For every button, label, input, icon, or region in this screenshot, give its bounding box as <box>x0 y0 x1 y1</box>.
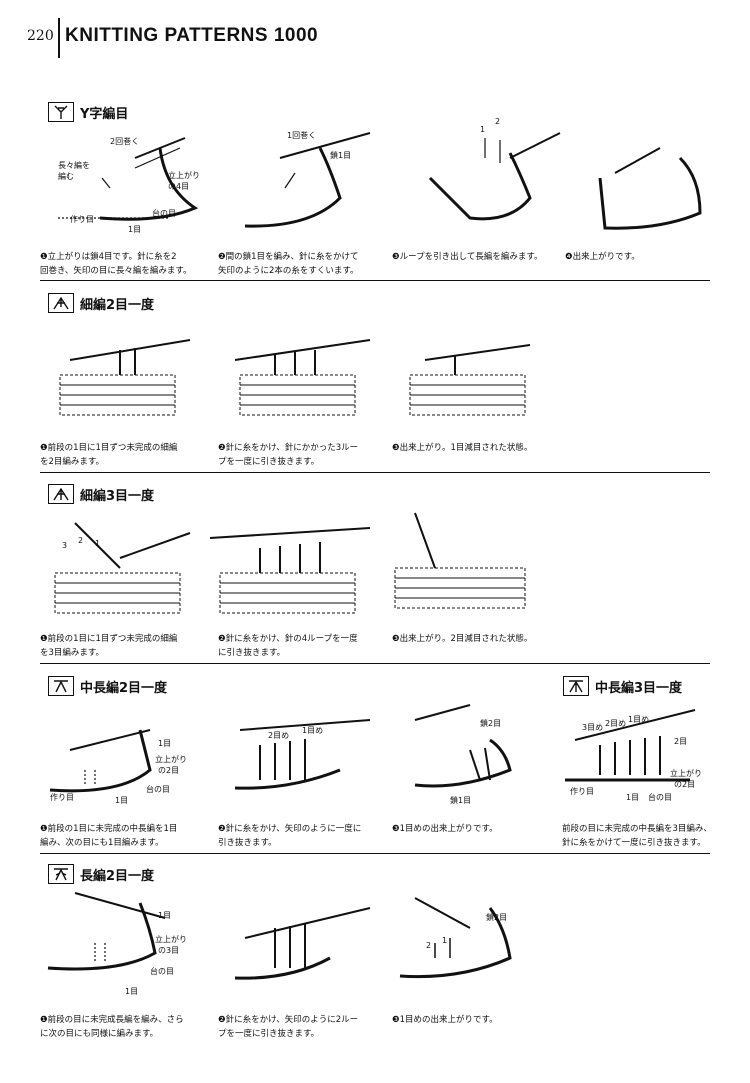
section-header-sc3tog: 細編3目一度 <box>48 484 154 504</box>
caption-hdc2-1: ❶前段の1目に未完成の中長編を1目 編み、次の目にも1目編みます。 <box>40 824 178 848</box>
section-divider <box>40 853 710 854</box>
label-1st: 1目 <box>128 225 141 234</box>
section-header-dc2tog: 長編2目一度 <box>48 864 154 884</box>
label-dtr-2: 編む <box>58 171 74 181</box>
label-dtr: 長々編を <box>58 160 90 170</box>
label-foundation: 作り目 <box>70 214 94 224</box>
label-1st: 1目め <box>628 715 649 724</box>
label-num-1: 1 <box>442 936 447 945</box>
label-num-2: 2 <box>426 941 431 950</box>
caption-y-3: ❸ループを引き出して長編を編みます。 <box>392 252 543 262</box>
label-2ch: 2目 <box>674 737 687 746</box>
dc2tog-diagrams: 1目 立上がり の3目 台の目 1目 鎖2目 2 1 <box>47 892 512 996</box>
section-header-hdc3tog: 中長編3目一度 <box>563 676 682 696</box>
section-title: 中長編3目一度 <box>595 680 683 696</box>
hdc-diagrams: 1目 立上がり の2目 作り目 台の目 1目 2目め 1目め 鎖2目 鎖1目 3… <box>49 704 702 805</box>
label-1st-b: 1目 <box>125 987 138 996</box>
book-title: KNITTING PATTERNS 1000 <box>65 25 319 46</box>
label-1st-c: 1目め <box>302 726 323 735</box>
label-ch2: 鎖2目 <box>486 912 507 922</box>
section-header-y-stitch: Y字編目 <box>48 102 128 122</box>
label-num-2: 2 <box>78 536 83 545</box>
label-2nd: 2目め <box>268 731 289 740</box>
y-stitch-symbol-icon <box>48 102 74 122</box>
section-divider <box>40 472 710 473</box>
section-divider <box>40 280 710 281</box>
section-header-hdc2tog: 中長編2目一度 <box>48 676 167 696</box>
label-1st: 1目 <box>158 911 171 920</box>
caption-dc2-3: ❸1目めの出来上がりです。 <box>392 1015 498 1025</box>
label-base: 台の目 <box>152 208 176 218</box>
caption-hdc2-3: ❸1目めの出来上がりです。 <box>392 824 498 834</box>
label-turning: 立上がり <box>155 754 187 764</box>
label-ch1: 鎖1目 <box>330 150 351 160</box>
label-num-1: 1 <box>480 125 485 134</box>
caption-sc3-3: ❸出来上がり。2目減目された状態。 <box>392 634 533 644</box>
caption-sc3-1: ❶前段の1目に1目ずつ未完成の細編 を3目編みます。 <box>40 634 178 658</box>
label-4ch: の4目 <box>168 182 189 191</box>
section-title: Y字編目 <box>80 106 129 122</box>
caption-hdc3: 前段の目に未完成の中長編を3目編み、 針に糸をかけて一度に引き抜きます。 <box>562 824 712 848</box>
caption-dc2-1: ❶前段の目に未完成長編を編み、さら に次の目にも同様に編みます。 <box>40 1015 184 1039</box>
label-3ch: の3目 <box>158 946 179 955</box>
section-title: 長編2目一度 <box>80 868 155 884</box>
label-foundation: 作り目 <box>50 792 74 802</box>
label-turning: 立上がり <box>168 170 200 180</box>
label-num-2: 2 <box>495 118 500 126</box>
caption-dc2-2: ❷針に糸をかけ、矢印のように2ルー プを一度に引き抜きます。 <box>218 1015 359 1039</box>
header-divider <box>58 18 60 58</box>
label-foundation: 作り目 <box>570 786 594 796</box>
hdc2tog-symbol-icon <box>48 676 74 696</box>
label-2ch: の2目 <box>158 766 179 775</box>
y-stitch-diagrams: 2回巻く 長々編を 編む 立上がり の4目 作り目 台の目 1目 1回巻く 鎖1… <box>58 118 702 234</box>
sc2tog-symbol-icon <box>48 293 74 313</box>
label-base: 台の目 <box>150 966 174 976</box>
label-num-1: 1 <box>95 539 100 548</box>
section-title: 細編2目一度 <box>80 297 155 313</box>
hdc3tog-symbol-icon <box>563 676 589 696</box>
caption-y-4: ❹出来上がりです。 <box>565 252 640 262</box>
label-1st-b: 1目 <box>626 793 639 802</box>
section-title: 中長編2目一度 <box>80 680 168 696</box>
sc2tog-diagrams <box>59 339 531 416</box>
section-header-sc2tog: 細編2目一度 <box>48 293 154 313</box>
label-2ch-b: の2目 <box>674 780 695 789</box>
label-twice-wrap: 2回巻く <box>110 136 139 146</box>
label-base: 台の目 <box>146 784 170 794</box>
dc2tog-symbol-icon <box>48 864 74 884</box>
label-turning: 立上がり <box>670 768 702 778</box>
label-3rd: 3目め <box>582 723 603 732</box>
caption-sc2-2: ❷針に糸をかけ、針にかかった3ルー プを一度に引き抜きます。 <box>218 443 359 467</box>
caption-hdc2-2: ❷針に糸をかけ、矢印のように一度に 引き抜きます。 <box>218 824 362 848</box>
label-base: 台の目 <box>648 792 672 802</box>
caption-sc2-1: ❶前段の1目に1目ずつ未完成の細編 を2目編みます。 <box>40 443 178 467</box>
label-2nd: 2目め <box>605 719 626 728</box>
page-number: 220 <box>27 28 54 44</box>
label-ch2: 鎖2目 <box>480 718 501 728</box>
sc3tog-symbol-icon <box>48 484 74 504</box>
caption-y-2: ❷間の鎖1目を編み、針に糸をかけて 矢印のように2本の糸をすくいます。 <box>218 252 359 276</box>
caption-sc2-3: ❸出来上がり。1目減目された状態。 <box>392 443 533 453</box>
label-turning: 立上がり <box>155 934 187 944</box>
section-divider <box>40 663 710 664</box>
label-1st: 1目 <box>158 739 171 748</box>
sc3tog-diagrams: 3 2 1 <box>54 512 526 614</box>
caption-sc3-2: ❷針に糸をかけ、針の4ループを一度 に引き抜きます。 <box>218 634 358 658</box>
section-title: 細編3目一度 <box>80 488 155 504</box>
label-1st-b: 1目 <box>115 796 128 805</box>
label-num-3: 3 <box>62 541 67 550</box>
label-ch1: 鎖1目 <box>450 795 471 805</box>
caption-y-1: ❶立上がりは鎖4目です。針に糸を2 回巻き、矢印の目に長々編を編みます。 <box>40 252 192 276</box>
label-once-wrap: 1回巻く <box>287 130 316 140</box>
